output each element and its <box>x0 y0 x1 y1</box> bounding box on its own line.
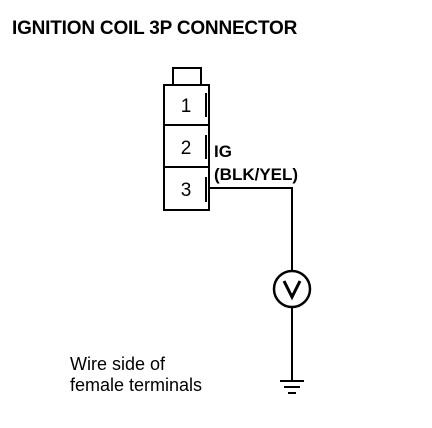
pin-2-label: 2 <box>181 138 192 159</box>
pin-1-label: 1 <box>181 96 192 117</box>
diagram-title: IGNITION COIL 3P CONNECTOR <box>12 18 298 39</box>
test-lead <box>209 187 293 271</box>
ground-icon <box>280 380 304 394</box>
pin-1-cavity <box>163 84 210 126</box>
pin-3-label: 3 <box>181 180 192 201</box>
connector-lock-tab <box>172 67 202 86</box>
note-line-2: female terminals <box>70 375 202 395</box>
wire-color: (BLK/YEL) <box>214 165 298 184</box>
note-line-1: Wire side of <box>70 354 166 374</box>
voltmeter-icon: V <box>272 269 312 309</box>
signal-name: IG <box>214 142 232 161</box>
